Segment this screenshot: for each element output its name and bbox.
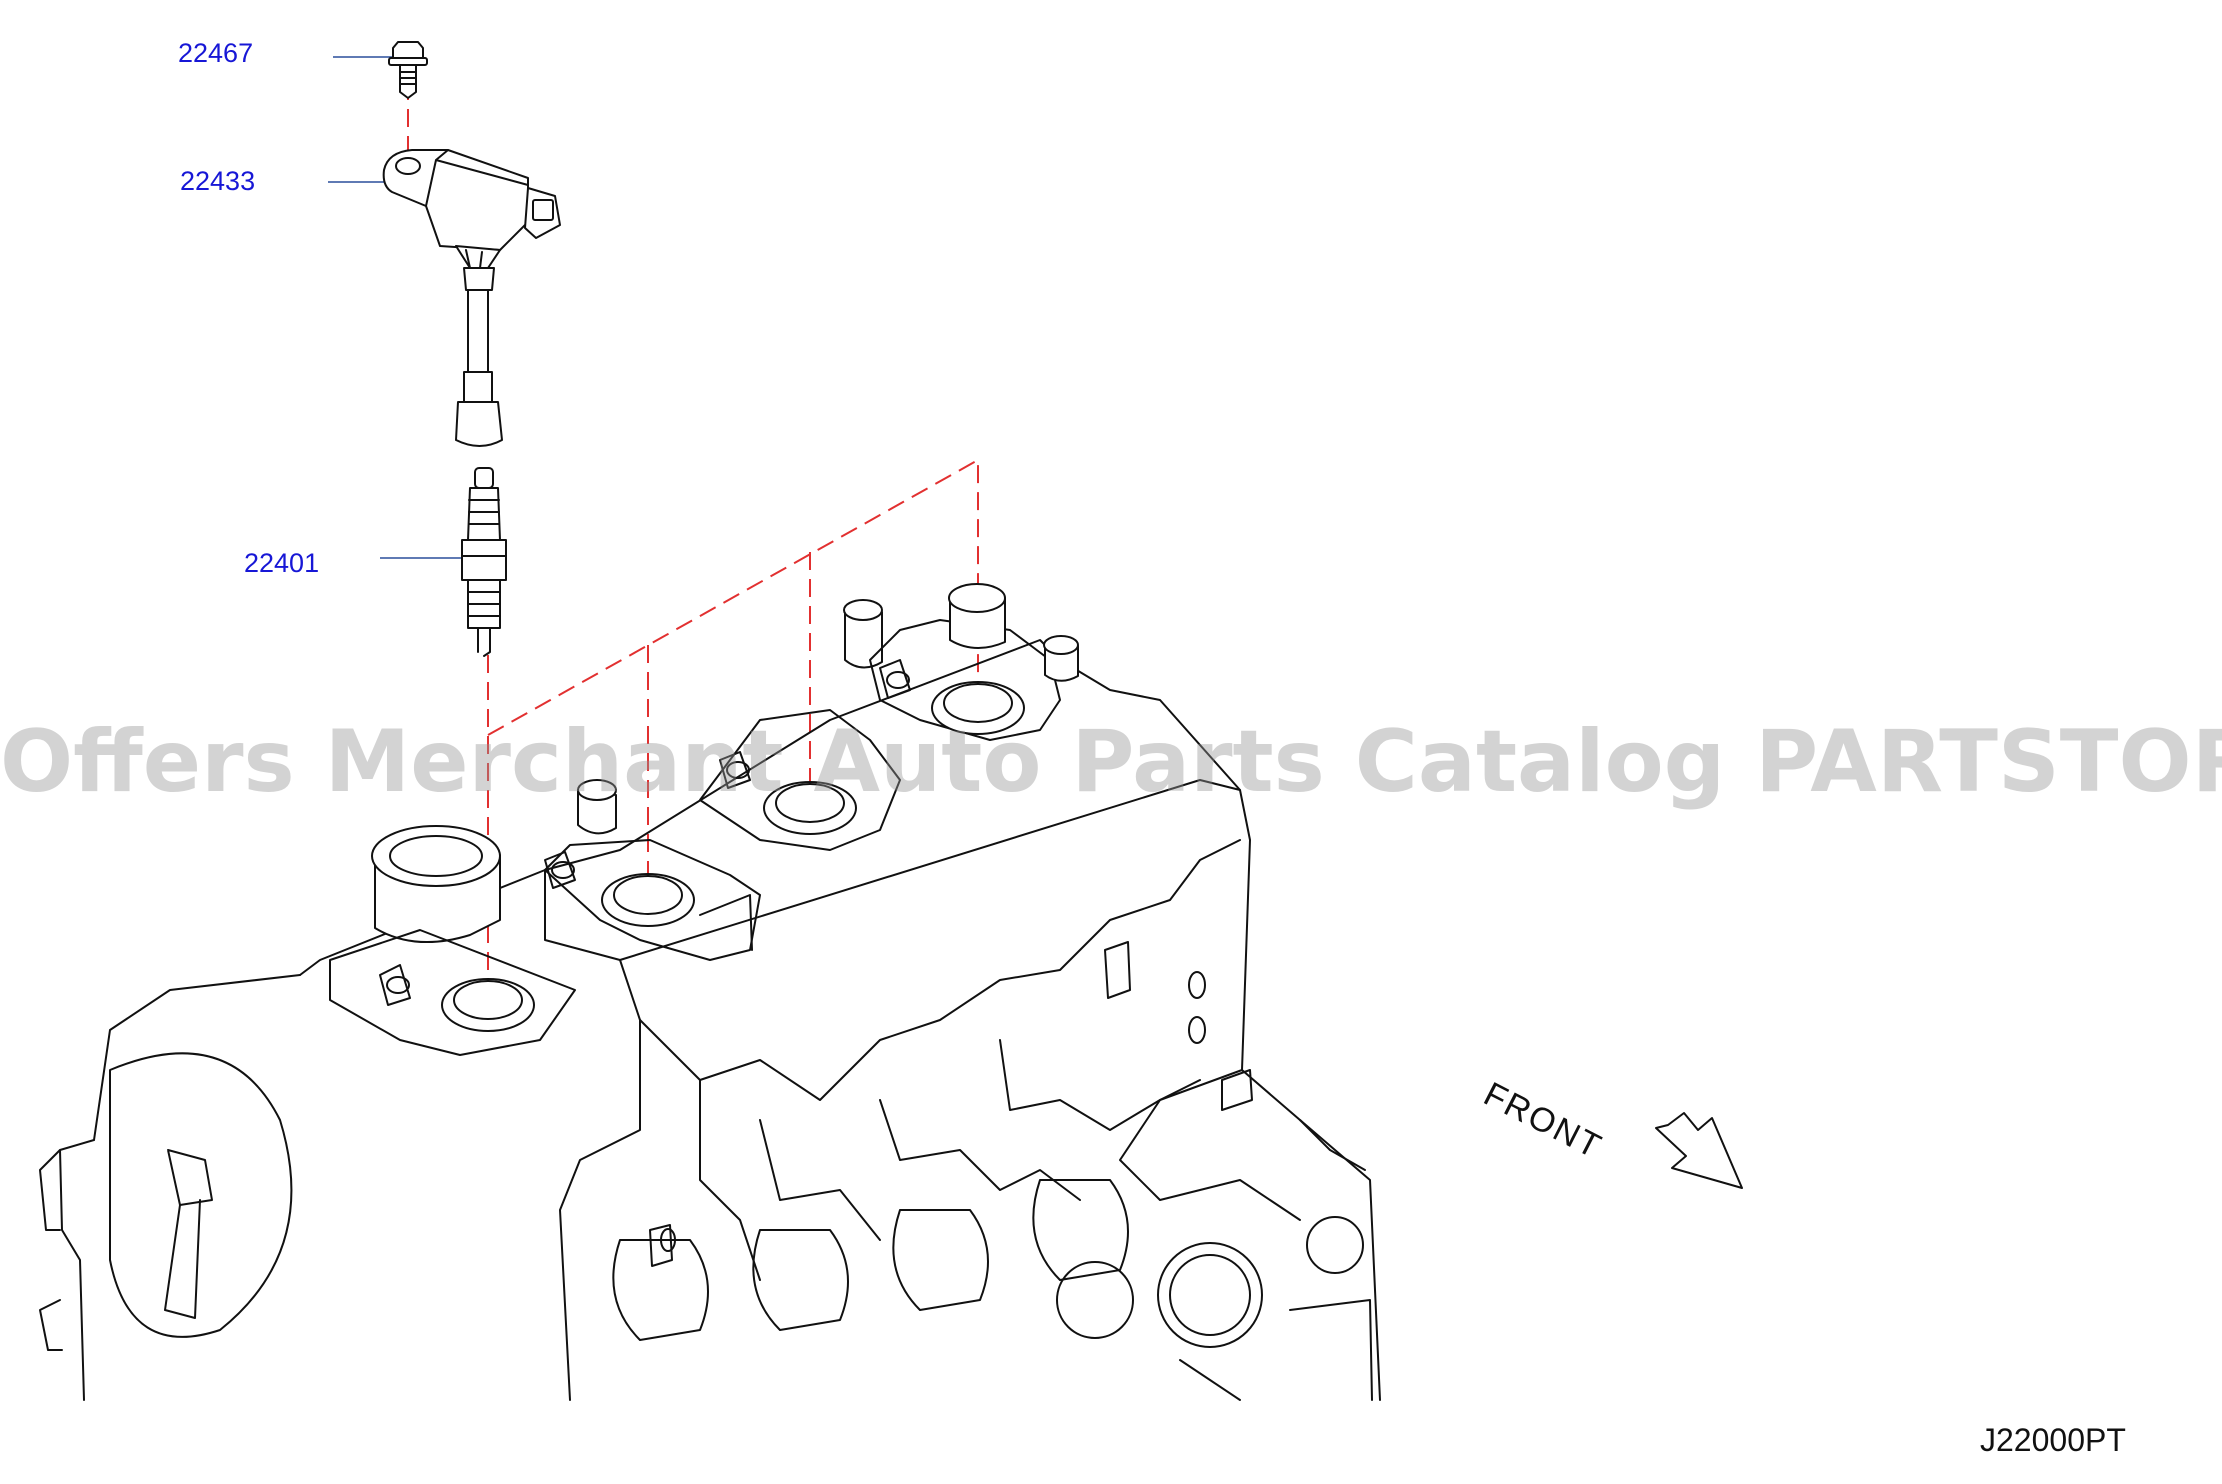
callout-spark-plug[interactable]: 22401 [244,548,320,578]
bolt-part [388,41,428,99]
diagram-reference-code: J22000PT [1980,1422,2126,1458]
spark-plug-part [461,467,507,657]
front-direction-arrow-icon [1655,1112,1743,1189]
ignition-coil-part [382,149,561,447]
callout-bolt[interactable]: 22467 [178,38,254,68]
watermark-text: Offers Merchant Auto Parts Catalog PARTS… [0,712,2222,812]
callout-ignition-coil[interactable]: 22433 [180,166,256,196]
callout-leaders [328,56,466,559]
engine-cylinder-head [39,583,1381,1401]
